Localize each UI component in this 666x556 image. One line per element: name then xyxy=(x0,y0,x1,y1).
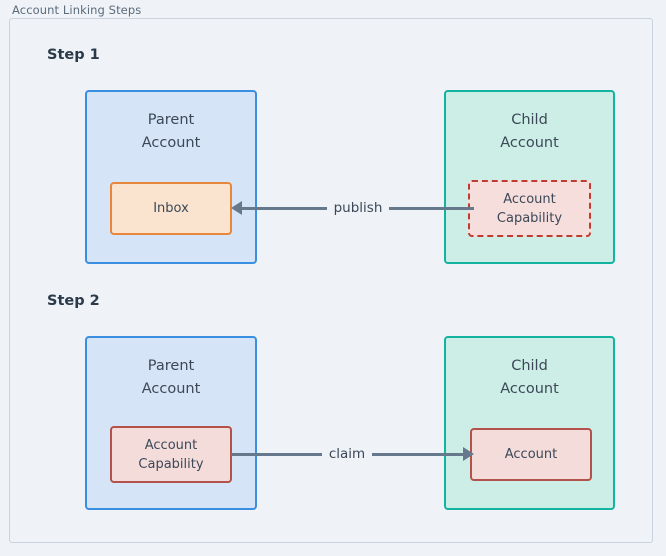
step-1-label: Step 1 xyxy=(47,47,100,63)
step-2-parent-account-capability-box: Account Capability xyxy=(110,426,232,483)
edge-line xyxy=(231,452,322,456)
step-2-parent-account-box: Parent Account xyxy=(85,336,257,510)
diagram-frame xyxy=(9,18,653,543)
step-2-child-account-box: Child Account xyxy=(444,336,615,510)
edge-line xyxy=(389,206,475,210)
step-1-parent-account-title: Parent Account xyxy=(141,112,201,151)
step-1-parent-inbox-box: Inbox xyxy=(110,182,232,235)
step-1-child-account-title: Child Account xyxy=(500,112,559,151)
edge-line xyxy=(242,206,327,210)
step-1-publish-edge: publish xyxy=(231,198,475,218)
step-2-claim-edge-label: claim xyxy=(328,446,366,462)
step-2-label: Step 2 xyxy=(47,293,100,309)
arrow-right-icon xyxy=(463,447,475,461)
arrow-left-icon xyxy=(231,201,242,215)
step-2-child-account-inner-box: Account xyxy=(470,428,592,481)
step-2-child-account-title: Child Account xyxy=(500,358,559,397)
step-1-child-account-box: Child Account xyxy=(444,90,615,264)
step-2-claim-edge: claim xyxy=(231,444,475,464)
diagram-title: Account Linking Steps xyxy=(12,3,142,17)
step-2-parent-account-title: Parent Account xyxy=(141,358,201,397)
step-1-parent-account-box: Parent Account xyxy=(85,90,257,264)
step-1-child-account-capability-box: Account Capability xyxy=(468,180,591,237)
edge-line xyxy=(372,452,464,456)
step-1-publish-edge-label: publish xyxy=(333,200,383,216)
